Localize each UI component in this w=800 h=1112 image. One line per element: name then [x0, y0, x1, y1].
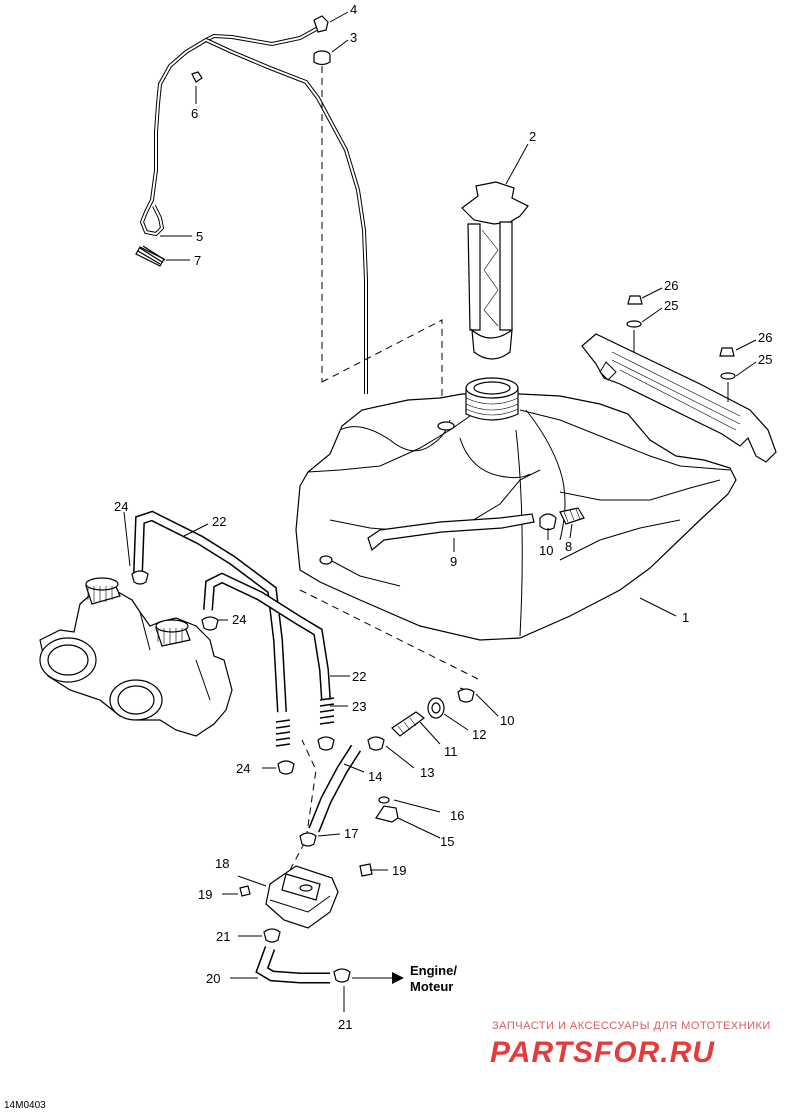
clamp-13: [367, 736, 385, 751]
nut-26-b: [719, 347, 735, 357]
callout-1: 1: [682, 610, 689, 625]
callout-24-middle: 24: [232, 612, 246, 627]
spring-7: [135, 245, 166, 267]
watermark-tagline: ЗАПЧАСТИ И АКСЕССУАРЫ ДЛЯ МОТОТЕХНИКИ: [492, 1020, 771, 1032]
hose-23-spring-left: [275, 719, 291, 747]
engine-arrow: [352, 972, 404, 984]
figure-code: 14M0403: [4, 1100, 46, 1111]
callout-10-top: 10: [539, 543, 553, 558]
callout-19-left: 19: [198, 887, 212, 902]
fuel-pump-18: [265, 865, 339, 929]
hose-14: [308, 744, 362, 833]
hose-22-lower: [203, 572, 331, 701]
clamp-21-upper: [263, 928, 281, 943]
callout-25-bottom: 25: [758, 352, 772, 367]
callout-23: 23: [352, 699, 366, 714]
nut-26-a: [627, 295, 643, 305]
hose-23-spring-right: [319, 697, 335, 725]
callout-15: 15: [440, 834, 454, 849]
callout-6: 6: [191, 106, 198, 121]
callout-26-bottom: 26: [758, 330, 772, 345]
clip-6: [191, 71, 203, 83]
callout-8: 8: [565, 539, 572, 554]
clamp-21-lower: [333, 968, 351, 983]
engine-label-line2: Moteur: [410, 979, 453, 994]
clamp-17: [299, 832, 317, 847]
callout-2: 2: [529, 129, 536, 144]
screw-19-left: [239, 885, 251, 897]
callout-24-bottom: 24: [236, 761, 250, 776]
callout-3: 3: [350, 30, 357, 45]
clamp-24-b: [201, 616, 219, 631]
callout-18: 18: [215, 856, 229, 871]
washer-25-a: [626, 320, 642, 352]
fuel-gauge-2: [461, 181, 529, 360]
callout-5: 5: [196, 229, 203, 244]
callout-25-top: 25: [664, 298, 678, 313]
pickup-tube-9: [367, 513, 535, 552]
callout-17: 17: [344, 826, 358, 841]
clamp-10-lower: [457, 688, 475, 703]
carburetors: [39, 577, 233, 737]
callout-4: 4: [350, 2, 357, 17]
clamp-24-a: [131, 570, 149, 585]
callout-20: 20: [206, 971, 220, 986]
callouts: 4 3 6 5 7 2 26 25 26 25 24 22 9 10 8 1 2…: [114, 2, 772, 1032]
callout-9: 9: [450, 554, 457, 569]
callout-7: 7: [194, 253, 201, 268]
leader-lines: [123, 11, 757, 1012]
callout-10-bottom: 10: [500, 713, 514, 728]
fitting-8: [559, 507, 585, 525]
hose-20: [255, 946, 330, 984]
callout-22-bottom: 22: [352, 669, 366, 684]
callout-12: 12: [472, 727, 486, 742]
mounting-bracket: [581, 333, 777, 463]
watermark-logo: PARTSFOR.RU: [490, 1036, 715, 1069]
vent-tube: [139, 25, 368, 394]
callout-16: 16: [450, 808, 464, 823]
callout-19-right: 19: [392, 863, 406, 878]
fitting-11: [391, 711, 425, 737]
washer-25-b: [720, 372, 736, 402]
callout-11: 11: [444, 744, 458, 759]
bracket-15: [375, 805, 399, 823]
engine-label-line1: Engine/: [410, 963, 457, 978]
filler-neck: [465, 377, 519, 421]
callout-21-lower: 21: [338, 1017, 352, 1032]
callout-26-top: 26: [664, 278, 678, 293]
fuel-tank-1: [295, 377, 737, 641]
grommet-12: [427, 697, 445, 719]
cap-3: [313, 50, 331, 66]
hose-22-upper: [133, 510, 287, 713]
callout-14: 14: [368, 769, 382, 784]
callout-22-top: 22: [212, 514, 226, 529]
clamp-10-upper: [539, 513, 557, 531]
washer-16: [378, 796, 390, 804]
elbow-fitting-4: [313, 15, 329, 33]
clamp-24-c: [277, 736, 335, 775]
callout-21-upper: 21: [216, 929, 230, 944]
callout-24-top: 24: [114, 499, 128, 514]
callout-13: 13: [420, 765, 434, 780]
screw-19-right: [359, 863, 373, 877]
